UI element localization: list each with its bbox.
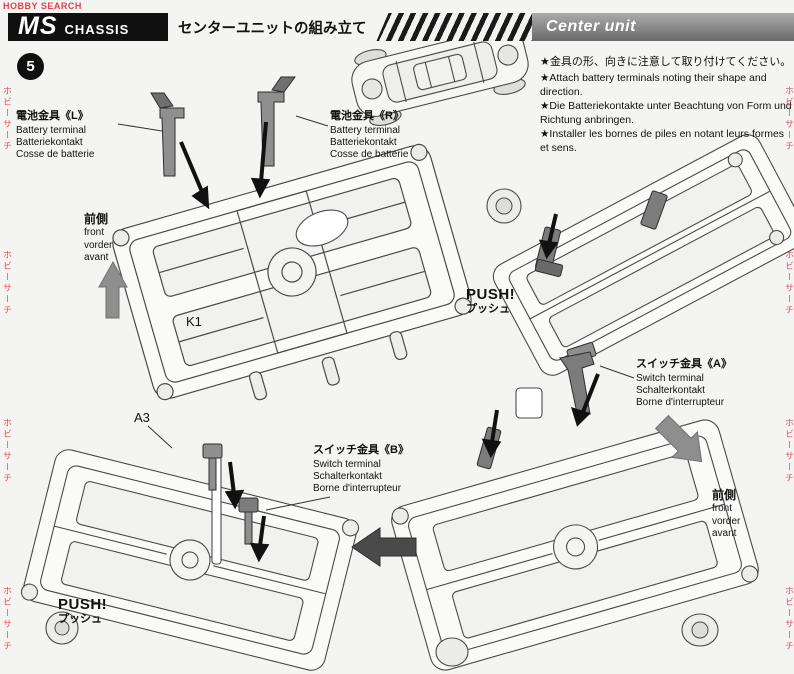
watermark-text: ホビーサーチ [2,586,12,652]
watermark-text: ホビーサーチ [784,418,794,484]
label-line: Battery terminal [16,124,87,136]
push-callout-bottom: PUSH! プッシュ [58,596,107,626]
watermark-text: ホビーサーチ [2,418,12,484]
center-unit-top-view [112,143,472,401]
page-title-jp: センターユニットの組み立て [168,13,389,41]
label-line: Cosse de batterie [330,149,409,161]
insert-arrow [179,121,271,210]
part-code-a3: A3 [134,410,150,425]
label-line: avant [712,528,737,539]
step-number-badge: 5 [17,53,44,80]
note-en: ★Attach battery terminals noting their s… [540,71,767,98]
label-line: Switch terminal [313,458,381,470]
watermark-text: ホビーサーチ [784,250,794,316]
wheel-hub [495,197,513,215]
label-switch-terminal-b: スイッチ金具《B》 Switch terminal Schalterkontak… [313,444,409,496]
push-text-en: PUSH! [466,286,516,303]
watermark-text: ホビーサーチ [784,86,794,152]
center-unit-switch-a-view [391,419,759,671]
label-title: スイッチ金具《A》 [636,358,732,370]
front-direction-label-left: 前側 front vorder avant [84,212,112,265]
insert-arrow [538,213,559,260]
label-title: 前側 [84,212,109,226]
label-line: Schalterkontakt [636,385,705,397]
leader-lines [117,115,635,511]
label-title: スイッチ金具《B》 [313,444,409,456]
label-line: Switch terminal [636,372,704,384]
label-line: Borne d'interrupteur [636,397,725,409]
label-line: Borne d'interrupteur [313,483,402,495]
front-direction-label-right: 前側 front vorder avant [712,488,740,541]
battery-terminal-l-part [150,92,185,177]
logo-main-text: MS [18,12,58,40]
highlight-area [295,209,349,247]
label-switch-terminal-a: スイッチ金具《A》 Switch terminal Schalterkontak… [636,358,732,410]
label-line: vorder [712,515,741,527]
label-line: avant [84,252,109,263]
wheel-hub [54,620,70,636]
front-direction-arrow-up [98,260,128,319]
note-de: ★Die Batteriekontakte unter Beachtung vo… [540,99,792,126]
push-text-jp: プッシュ [466,303,510,316]
label-line: front [712,503,733,514]
wheel [435,637,469,667]
switch-terminal-b-part [202,443,259,545]
front-direction-arrow-down-right [654,414,703,463]
label-title: 前側 [712,488,737,502]
label-title: 電池金具《L》 [16,110,89,122]
ms-chassis-logo: MS CHASSIS [8,13,168,41]
label-battery-terminal-l: 電池金具《L》 Battery terminal Batteriekontakt… [16,110,94,162]
logo-sub-text: CHASSIS [64,22,130,37]
label-line: Battery terminal [330,124,401,136]
label-line: Cosse de batterie [16,149,95,161]
page-title-en: Center unit [546,18,636,35]
wheel-hub [691,621,709,639]
insert-arrow [481,373,600,459]
note-fr: ★Installer les bornes de piles en notant… [540,127,785,155]
title-stripe-band: センターユニットの組み立て [168,13,532,41]
push-callout-right: PUSH! プッシュ [466,286,515,316]
label-line: front [84,227,105,238]
header: MS CHASSIS センターユニットの組み立て Center unit [8,13,794,41]
label-line: Batteriekontakt [330,137,397,149]
push-text-en: PUSH! [58,596,108,613]
assembled-chassis-illustration [351,18,529,126]
switch-bracket [515,387,543,419]
chassis-rear-perspective [492,134,794,376]
watermark-text: ホビーサーチ [784,586,794,652]
part-code-k1: K1 [186,314,202,329]
watermark-text: ホビーサーチ [2,250,12,316]
watermark-text: ホビーサーチ [2,86,12,152]
label-line: Batteriekontakt [16,137,83,149]
instruction-notes: ★金具の形、向きに注意して取り付けてください。 ★Attach battery … [540,55,792,155]
label-title: 電池金具《R》 [330,110,404,122]
push-text-jp: プッシュ [58,613,102,626]
note-jp: ★金具の形、向きに注意して取り付けてください。 [540,56,792,68]
label-line: Schalterkontakt [313,471,382,483]
section-title-bar: Center unit [532,13,794,41]
watermark-text: HOBBY SEARCH [3,1,82,11]
assembly-flow-arrow-left [351,527,417,567]
label-battery-terminal-r: 電池金具《R》 Battery terminal Batteriekontakt… [330,110,408,162]
label-line: vorder [84,239,113,251]
insert-arrow [224,461,270,563]
